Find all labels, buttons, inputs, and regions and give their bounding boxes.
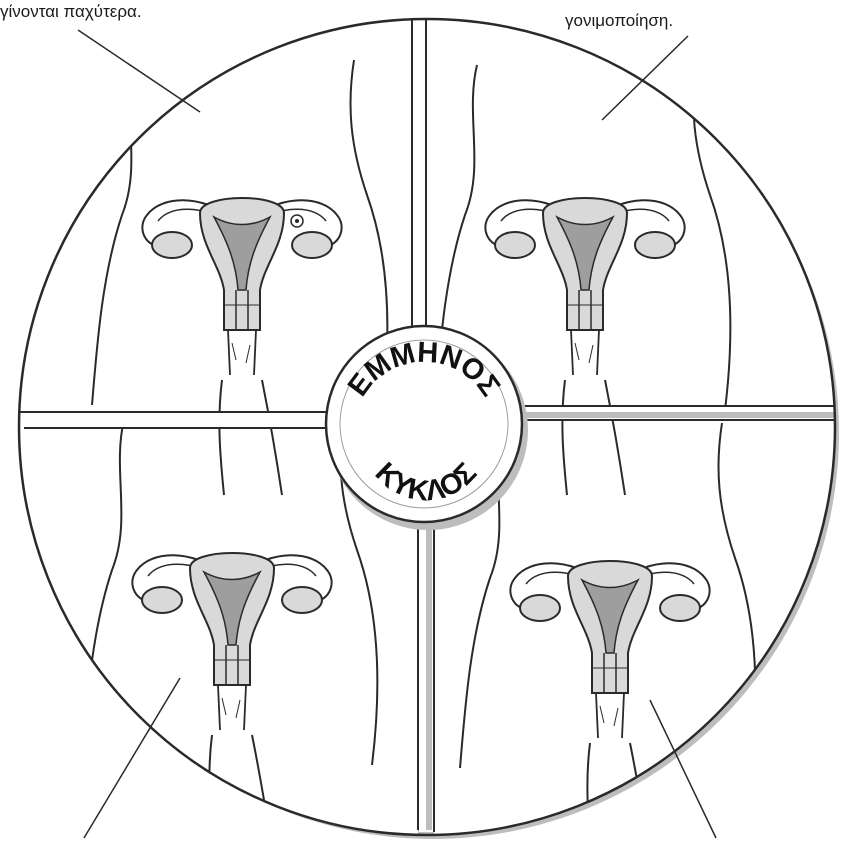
panel-top-right <box>426 0 850 406</box>
leader-line-top-left <box>78 30 200 112</box>
